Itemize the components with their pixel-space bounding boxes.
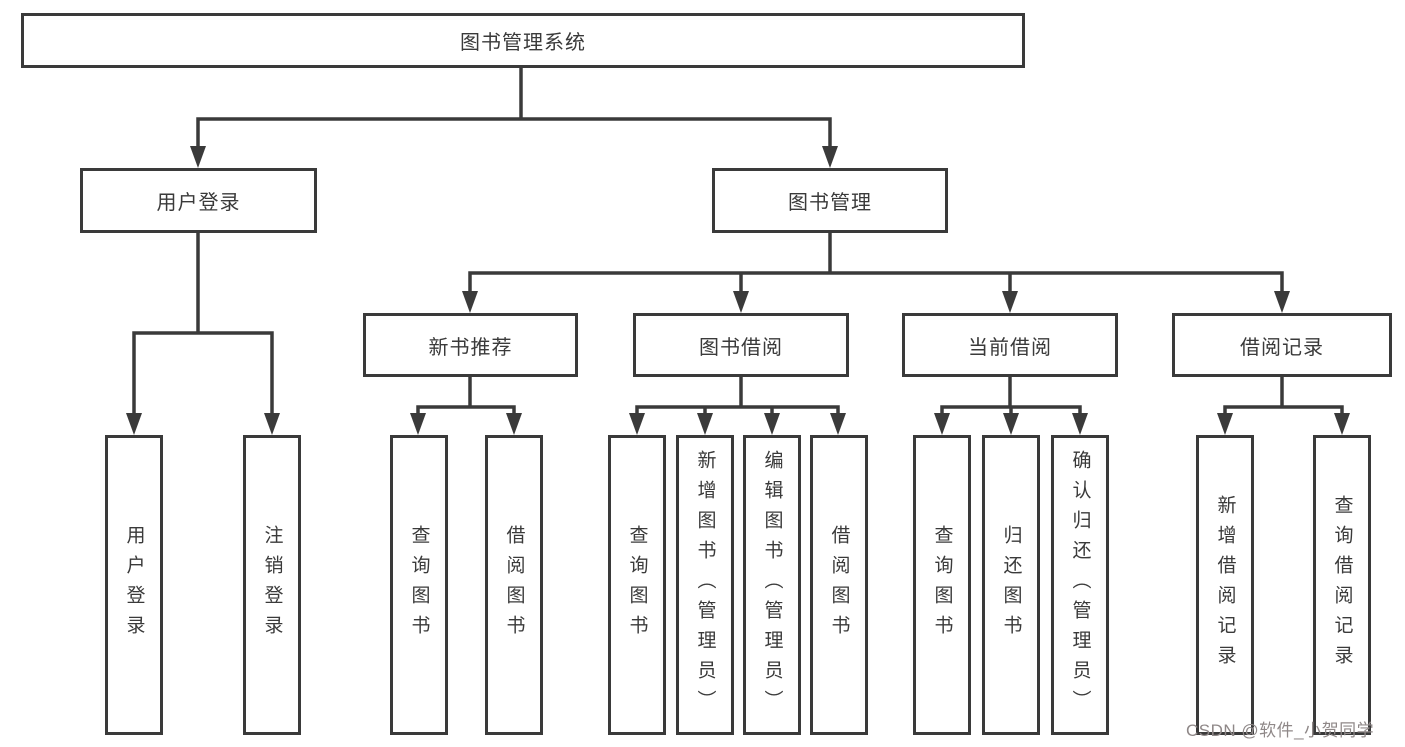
leaf-add-book-admin: 新增图书（管理员） — [676, 435, 734, 735]
node-current-borrowing-label: 当前借阅 — [968, 336, 1052, 359]
node-book-borrowing-label: 图书借阅 — [699, 336, 783, 359]
watermark: CSDN @软件_小贺同学 — [1186, 721, 1375, 740]
leaf-borrow-books-recommend: 借阅图书 — [485, 435, 543, 735]
leaf-confirm-return-admin: 确认归还（管理员） — [1051, 435, 1109, 735]
leaf-query-books-recommend: 查询图书 — [390, 435, 448, 735]
leaf-borrow-books-recommend-label: 借阅图书 — [503, 525, 525, 645]
node-book-management: 图书管理 — [712, 168, 948, 233]
leaf-confirm-return-admin-label: 确认归还（管理员） — [1069, 450, 1091, 720]
leaf-borrow-books: 借阅图书 — [810, 435, 868, 735]
node-current-borrowing: 当前借阅 — [902, 313, 1118, 377]
leaf-add-book-admin-label: 新增图书（管理员） — [694, 450, 716, 720]
leaf-query-books-current: 查询图书 — [913, 435, 971, 735]
node-book-borrowing: 图书借阅 — [633, 313, 849, 377]
node-borrowing-records-label: 借阅记录 — [1240, 336, 1324, 359]
node-root-label: 图书管理系统 — [460, 32, 586, 54]
node-root: 图书管理系统 — [21, 13, 1025, 68]
node-borrowing-records: 借阅记录 — [1172, 313, 1392, 377]
leaf-query-borrow-record-label: 查询借阅记录 — [1331, 495, 1353, 675]
leaf-return-books: 归还图书 — [982, 435, 1040, 735]
leaf-borrow-books-label: 借阅图书 — [828, 525, 850, 645]
leaf-user-login-label: 用户登录 — [123, 525, 145, 645]
leaf-add-borrow-record: 新增借阅记录 — [1196, 435, 1254, 735]
node-user-login: 用户登录 — [80, 168, 317, 233]
node-user-login-label: 用户登录 — [156, 192, 241, 214]
leaf-return-books-label: 归还图书 — [1000, 525, 1022, 645]
leaf-edit-book-admin: 编辑图书（管理员） — [743, 435, 801, 735]
leaf-query-books-current-label: 查询图书 — [931, 525, 953, 645]
leaf-query-books-recommend-label: 查询图书 — [408, 525, 430, 645]
leaf-user-login: 用户登录 — [105, 435, 163, 735]
leaf-query-borrow-record: 查询借阅记录 — [1313, 435, 1371, 735]
leaf-logout-login-label: 注销登录 — [261, 525, 283, 645]
leaf-edit-book-admin-label: 编辑图书（管理员） — [761, 450, 783, 720]
leaf-query-books-borrowing: 查询图书 — [608, 435, 666, 735]
node-book-management-label: 图书管理 — [788, 192, 872, 214]
node-new-book-recommendation: 新书推荐 — [363, 313, 578, 377]
arrowheads — [126, 146, 1350, 435]
leaf-logout-login: 注销登录 — [243, 435, 301, 735]
leaf-add-borrow-record-label: 新增借阅记录 — [1214, 495, 1236, 675]
leaf-query-books-borrowing-label: 查询图书 — [626, 525, 648, 645]
node-new-book-recommendation-label: 新书推荐 — [428, 336, 513, 359]
